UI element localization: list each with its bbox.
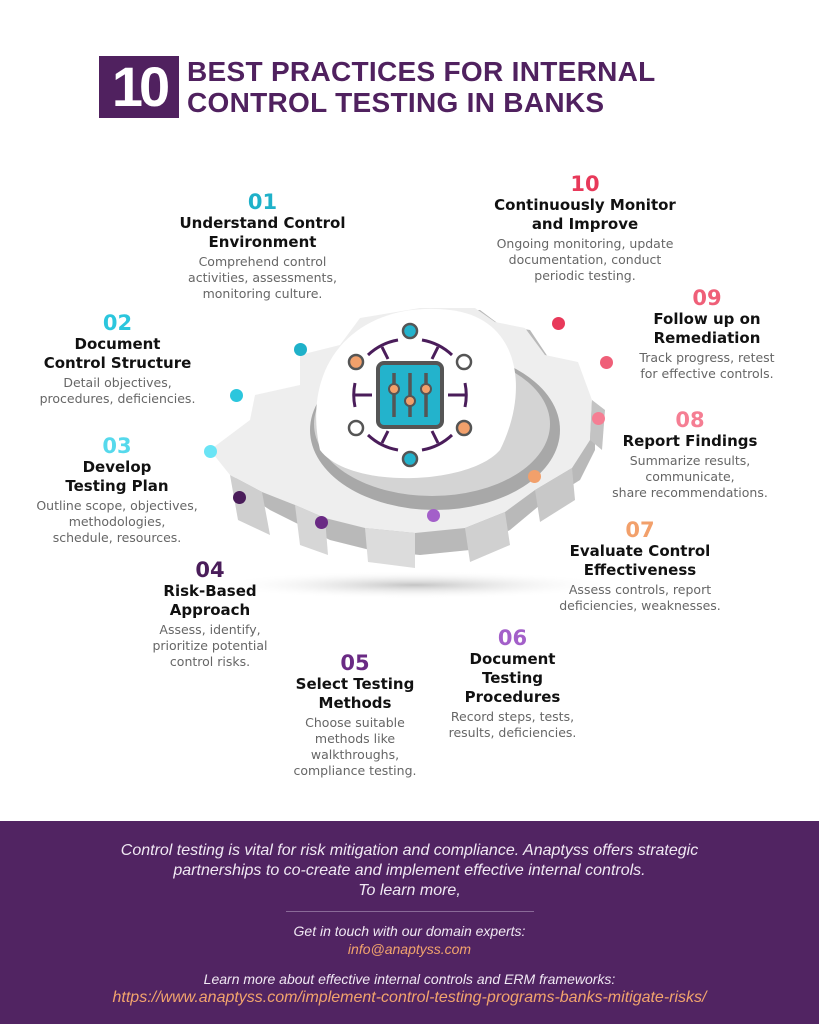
step-number: 03 [102, 434, 132, 458]
footer-intro: Control testing is vital for risk mitiga… [120, 842, 699, 899]
step-number: 06 [497, 626, 528, 650]
step-description: Detail objectives,procedures, deficienci… [39, 375, 196, 406]
step-description: Outline scope, objectives,methodologies,… [36, 498, 198, 545]
step-number: 04 [195, 558, 225, 582]
footer-banner: Control testing is vital for risk mitiga… [0, 821, 819, 1024]
step-07-dot [528, 470, 541, 483]
title-line-2: CONTROL TESTING IN BANKS [187, 87, 605, 118]
step-06-dot [427, 509, 440, 522]
control-settings-sliders-icon [347, 322, 473, 468]
step-08-dot [592, 412, 605, 425]
contact-email-link[interactable]: info@anaptyss.com [347, 941, 472, 957]
step-01-dot [294, 343, 307, 356]
step-number: 02 [102, 311, 133, 335]
page-title: BEST PRACTICES FOR INTERNAL CONTROL TEST… [187, 56, 656, 118]
header-number-badge: 10 [99, 56, 179, 118]
gear-illustration [200, 300, 620, 600]
title-line-1: BEST PRACTICES FOR INTERNAL [187, 56, 656, 87]
step-03-dot [204, 445, 217, 458]
step-title: Report Findings [622, 432, 758, 450]
learn-more-label: Learn more about effective internal cont… [203, 971, 616, 987]
step-description: Summarize results,communicate,share reco… [612, 453, 768, 500]
step-number: 07 [625, 518, 655, 542]
step-number: 10 [570, 172, 600, 196]
step-08: 08 Report Findings Summarize results,com… [600, 408, 780, 501]
article-url-link[interactable]: https://www.anaptyss.com/implement-contr… [112, 989, 707, 1006]
step-number: 08 [675, 408, 705, 432]
step-number: 01 [247, 190, 278, 214]
step-09-dot [600, 356, 613, 369]
step-05-dot [315, 516, 328, 529]
step-02-dot [230, 389, 243, 402]
step-number: 05 [340, 651, 370, 675]
contact-label: Get in touch with our domain experts: [293, 923, 526, 939]
page-header: 10 BEST PRACTICES FOR INTERNAL CONTROL T… [99, 56, 656, 118]
step-description: Record steps, tests,results, deficiencie… [448, 709, 577, 740]
step-number: 09 [692, 286, 722, 310]
step-10-dot [552, 317, 565, 330]
step-04-dot [233, 491, 246, 504]
footer-divider [285, 911, 534, 912]
gear-icon [210, 308, 615, 599]
